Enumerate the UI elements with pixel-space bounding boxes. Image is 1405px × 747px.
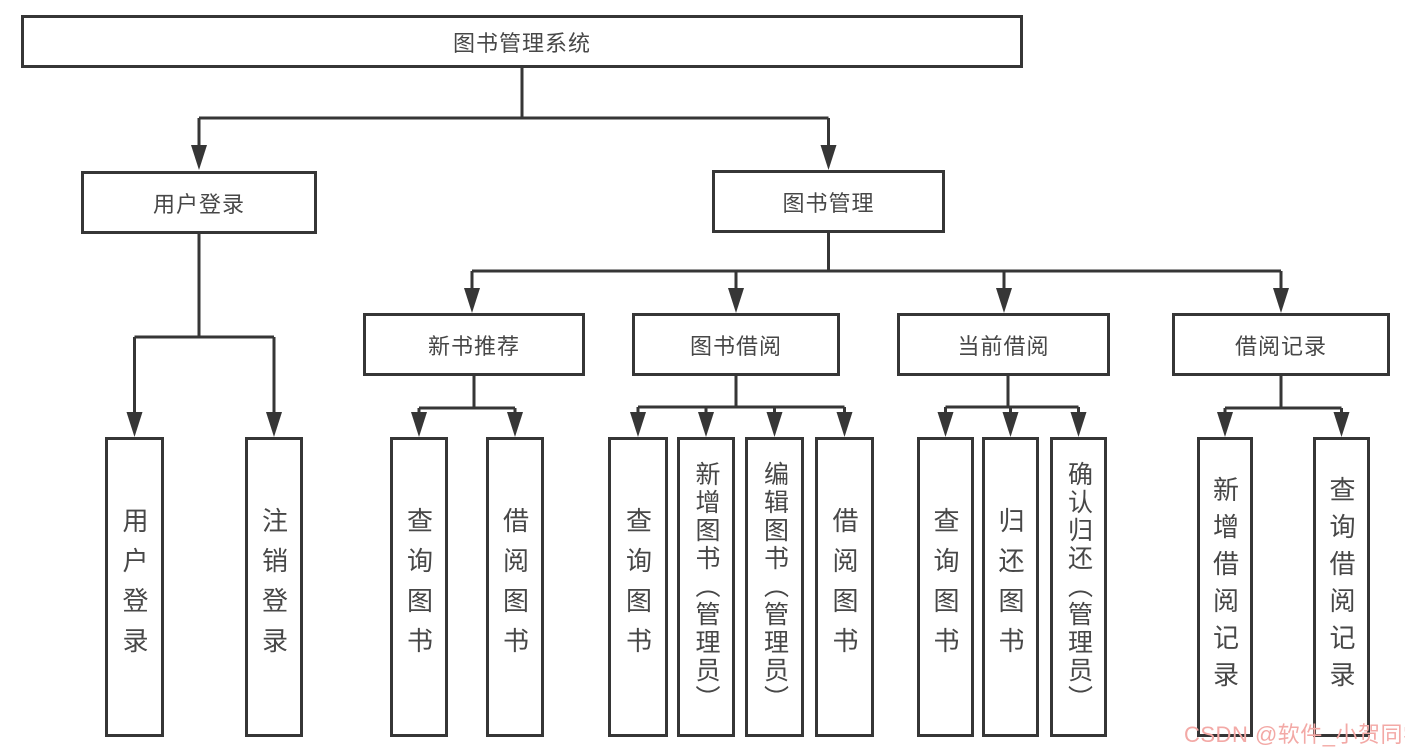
leaf-confirm-return-admin: 确认归还（管理员） (1050, 437, 1107, 737)
node-book-management: 图书管理 (712, 170, 945, 233)
node-user-login-label: 用户登录 (152, 191, 245, 217)
leaf-query-books-2: 查询图书 (608, 437, 668, 737)
node-book-borrowing: 图书借阅 (632, 313, 840, 376)
leaf-query-borrow-record-label: 查询借阅记录 (1326, 476, 1356, 698)
connector-root-to-level2 (191, 68, 837, 170)
connector-book-borrow-children (630, 376, 853, 437)
connector-book-mgmt-children (464, 233, 1289, 313)
leaf-add-books-admin-label: 新增图书（管理员） (692, 461, 720, 713)
leaf-edit-books-admin: 编辑图书（管理员） (745, 437, 804, 737)
connector-new-book-rec-children (411, 376, 523, 437)
node-book-management-label: 图书管理 (782, 190, 875, 216)
leaf-return-books: 归还图书 (982, 437, 1039, 737)
node-current-borrowing: 当前借阅 (897, 313, 1110, 376)
leaf-return-books-label: 归还图书 (995, 507, 1025, 667)
connector-current-borrow-children (937, 376, 1087, 437)
leaf-user-login: 用户登录 (105, 437, 164, 737)
leaf-add-books-admin: 新增图书（管理员） (677, 437, 735, 737)
node-new-book-recommend: 新书推荐 (363, 313, 585, 376)
node-borrowing-records: 借阅记录 (1172, 313, 1390, 376)
csdn-watermark: CSDN @软件_小贺同学 (1184, 717, 1405, 747)
leaf-borrow-books-2-label: 借阅图书 (829, 507, 859, 667)
node-current-borrowing-label: 当前借阅 (957, 333, 1050, 359)
leaf-query-books-3-label: 查询图书 (930, 507, 960, 667)
leaf-query-books-1: 查询图书 (390, 437, 448, 737)
connector-user-login-children (126, 234, 282, 437)
node-new-book-recommend-label: 新书推荐 (427, 333, 520, 359)
leaf-query-books-1-label: 查询图书 (403, 507, 434, 667)
leaf-borrow-books-2: 借阅图书 (815, 437, 874, 737)
node-library-system-label: 图书管理系统 (452, 30, 591, 56)
connector-borrow-records-children (1217, 376, 1350, 437)
leaf-add-borrow-record: 新增借阅记录 (1197, 437, 1253, 737)
leaf-borrow-books-1: 借阅图书 (486, 437, 544, 737)
node-borrowing-records-label: 借阅记录 (1234, 333, 1327, 359)
leaf-add-borrow-record-label: 新增借阅记录 (1209, 476, 1240, 698)
node-library-system: 图书管理系统 (21, 15, 1023, 68)
csdn-watermark-text: CSDN @软件_小贺同学 (1184, 722, 1405, 747)
leaf-query-books-2-label: 查询图书 (622, 507, 653, 667)
node-user-login: 用户登录 (81, 171, 317, 234)
leaf-query-books-3: 查询图书 (917, 437, 974, 737)
leaf-logout: 注销登录 (245, 437, 303, 737)
leaf-confirm-return-admin-label: 确认归还（管理员） (1064, 461, 1093, 713)
leaf-edit-books-admin-label: 编辑图书（管理员） (760, 461, 789, 713)
leaf-query-borrow-record: 查询借阅记录 (1313, 437, 1370, 737)
node-book-borrowing-label: 图书借阅 (689, 333, 782, 359)
leaf-logout-label: 注销登录 (258, 507, 289, 667)
leaf-borrow-books-1-label: 借阅图书 (499, 507, 530, 667)
leaf-user-login-label: 用户登录 (119, 507, 149, 667)
